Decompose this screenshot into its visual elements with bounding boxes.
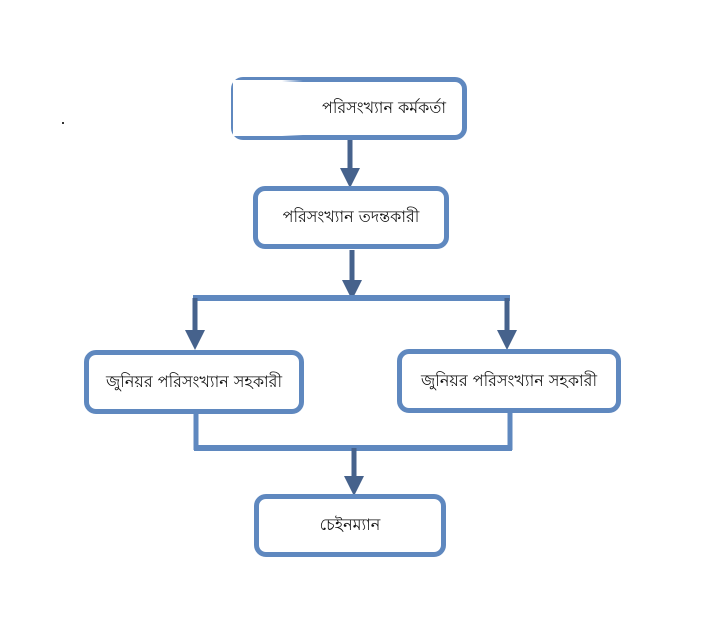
node-chainman: চেইনম্যান bbox=[254, 494, 446, 557]
node-label: জুনিয়র পরিসংখ্যান সহকারী bbox=[105, 371, 283, 391]
node-label: জুনিয়র পরিসংখ্যান সহকারী bbox=[420, 370, 598, 390]
stray-dot bbox=[62, 122, 64, 124]
node-label: চেইনম্যান bbox=[319, 515, 381, 534]
node-label: পরিসংখ্যান তদন্তকারী bbox=[282, 207, 420, 226]
node-junior-assistant-right: জুনিয়র পরিসংখ্যান সহকারী bbox=[397, 349, 621, 413]
node-junior-assistant-left: জুনিয়র পরিসংখ্যান সহকারী bbox=[84, 350, 304, 414]
node-statistics-investigator: পরিসংখ্যান তদন্তকারী bbox=[253, 186, 449, 249]
image-artifact bbox=[233, 80, 303, 136]
node-label: পরিসংখ্যান কর্মকর্তা bbox=[321, 98, 447, 117]
